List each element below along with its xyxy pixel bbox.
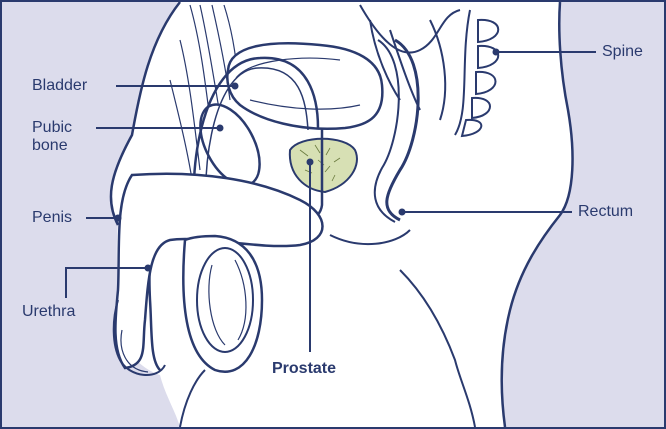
label-prostate: Prostate [272,360,336,378]
spine-shape [455,10,498,136]
label-spine: Spine [602,43,643,61]
label-bladder: Bladder [32,77,87,95]
bladder-shape [227,43,382,129]
label-urethra: Urethra [22,303,75,321]
label-pubic-bone: Pubic bone [32,119,72,155]
label-penis: Penis [32,209,72,227]
prostate-shape [290,139,357,192]
testicle-shape [197,248,253,352]
label-rectum: Rectum [578,203,633,221]
